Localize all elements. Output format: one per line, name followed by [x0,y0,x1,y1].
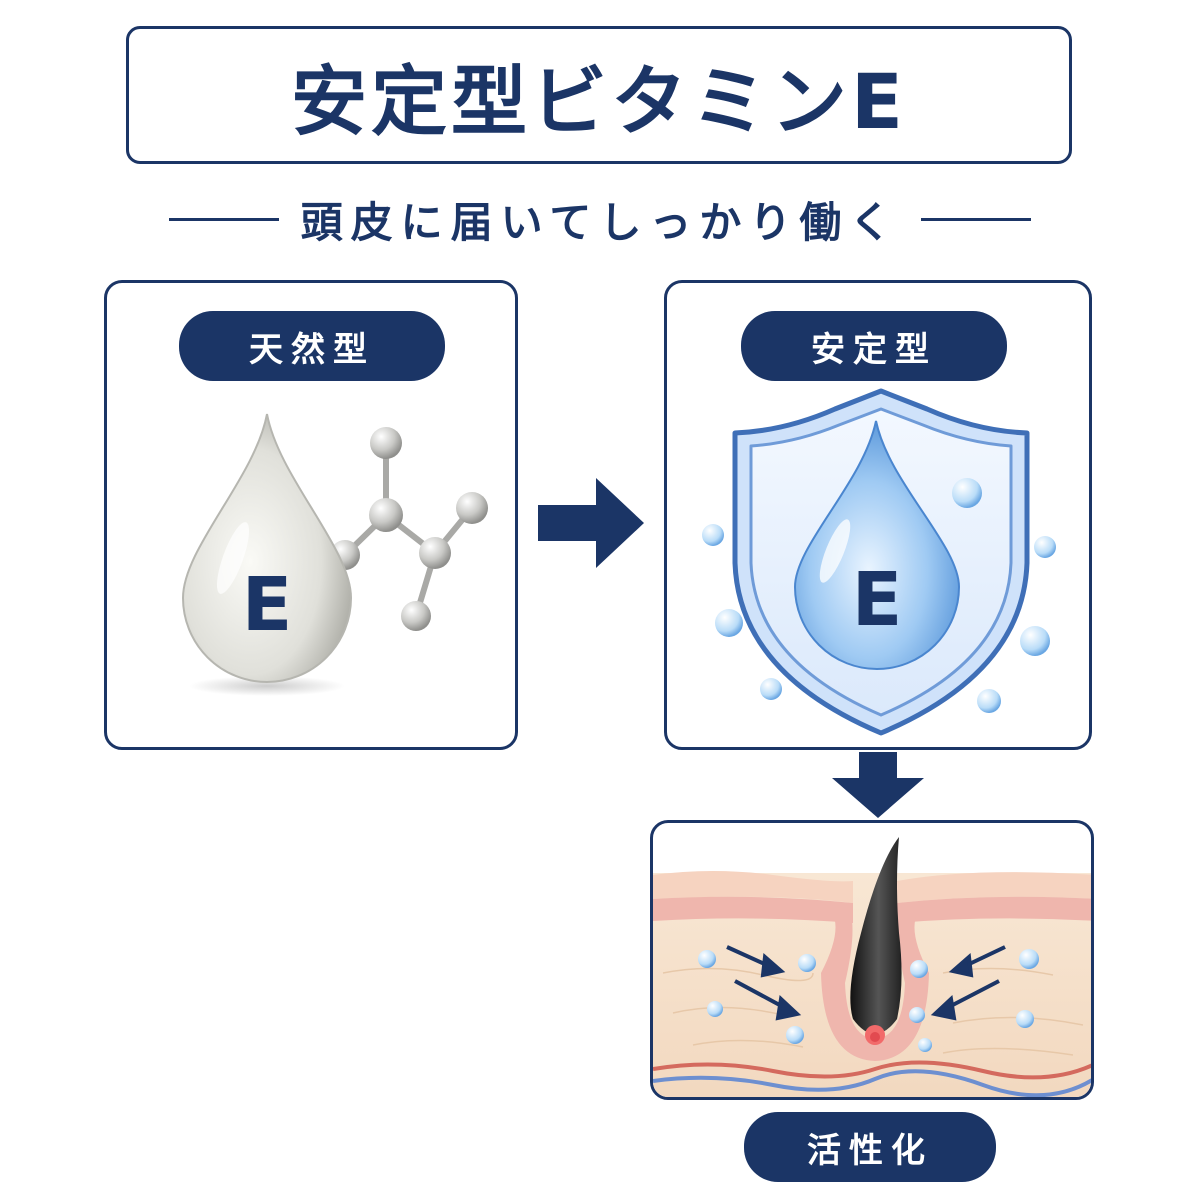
natural-drop-letter: E [242,562,293,648]
subtitle-rule-left [168,217,279,221]
hair-follicle-icon [653,837,1091,1097]
subtitle-row: 頭皮に届いてしっかり働く [120,188,1080,250]
bubble-icon [698,949,1039,1052]
title-box: 安定型ビタミンE [126,26,1072,164]
natural-label: 天然型 [179,311,445,381]
arrow-right-icon [538,478,644,568]
water-drop-icon: E [181,413,353,696]
stable-panel: 安定型 E [664,280,1092,750]
stable-drop-letter: E [852,557,903,643]
page-title: 安定型ビタミンE [291,57,907,146]
stable-label: 安定型 [741,311,1007,381]
arrow-down-icon [832,752,924,818]
shield-icon: E [702,388,1056,736]
scalp-panel [650,820,1094,1100]
bubble-icon [702,478,1056,713]
subtitle: 頭皮に届いてしっかり働く [300,197,900,247]
activation-label: 活性化 [744,1112,996,1182]
natural-panel: 天然型 [104,280,518,750]
subtitle-rule-right [921,217,1032,221]
molecule-icon [330,427,488,631]
